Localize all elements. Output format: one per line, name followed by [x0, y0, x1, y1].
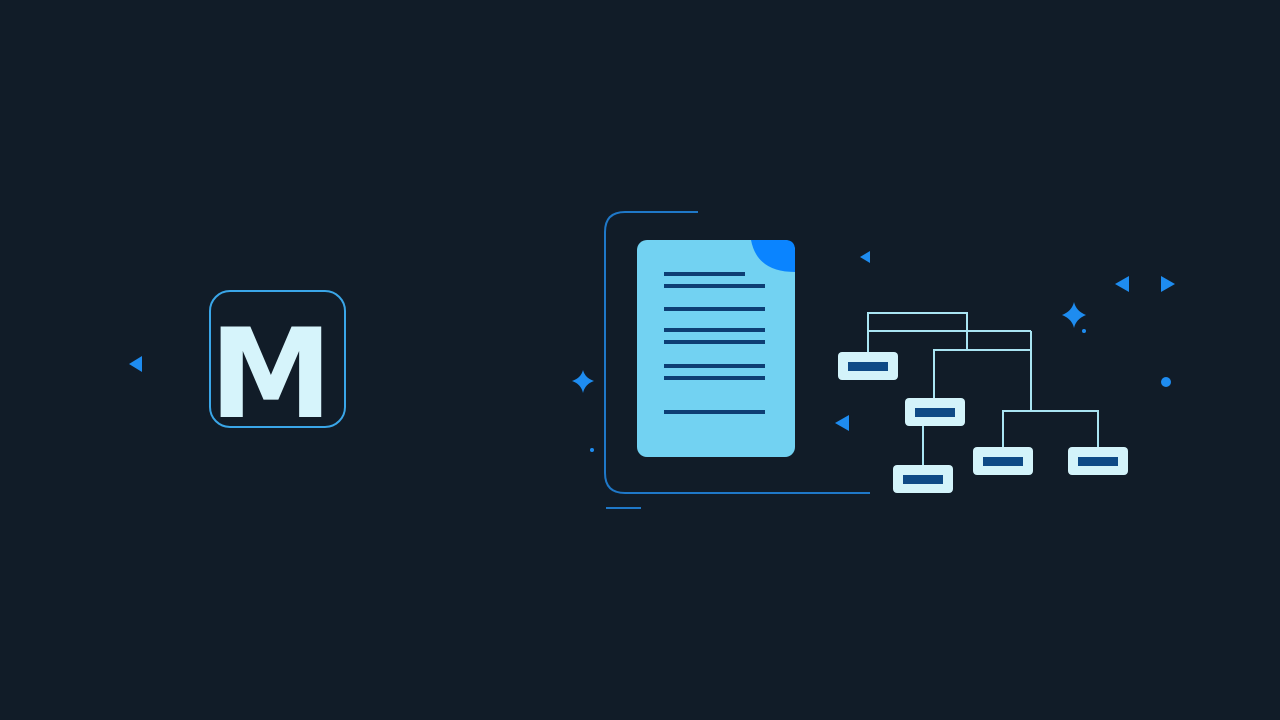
logo-m-icon: M: [209, 290, 346, 447]
triangle-marker-icon: [129, 356, 142, 372]
dot-marker-icon: [1082, 329, 1086, 333]
document-text-lines: [664, 272, 765, 414]
triangle-marker-icon: [1161, 276, 1175, 292]
dot-marker-icon: [590, 448, 594, 452]
tree-node: [1068, 447, 1128, 475]
tree-node: [973, 447, 1033, 475]
sparkle-icon: [572, 370, 594, 393]
tree-node: [905, 398, 965, 426]
tree-connectors: [867, 312, 1099, 465]
document-icon: [637, 240, 795, 457]
dot-marker-icon: [1161, 377, 1171, 387]
document-bracket: [604, 211, 870, 494]
triangle-marker-icon: [1115, 276, 1129, 292]
document-corner: [751, 240, 795, 272]
hierarchy-tree-icon: [838, 312, 1128, 493]
triangle-marker-icon: [860, 251, 870, 263]
document-panel: [604, 211, 870, 509]
triangle-marker-icon: [835, 415, 849, 431]
tree-node: [838, 352, 898, 380]
tree-node: [893, 465, 953, 493]
logo-frame: [209, 290, 346, 428]
sparkle-icon: [1062, 302, 1086, 328]
logo-letter: M: [209, 303, 332, 447]
document-page: [637, 240, 795, 457]
